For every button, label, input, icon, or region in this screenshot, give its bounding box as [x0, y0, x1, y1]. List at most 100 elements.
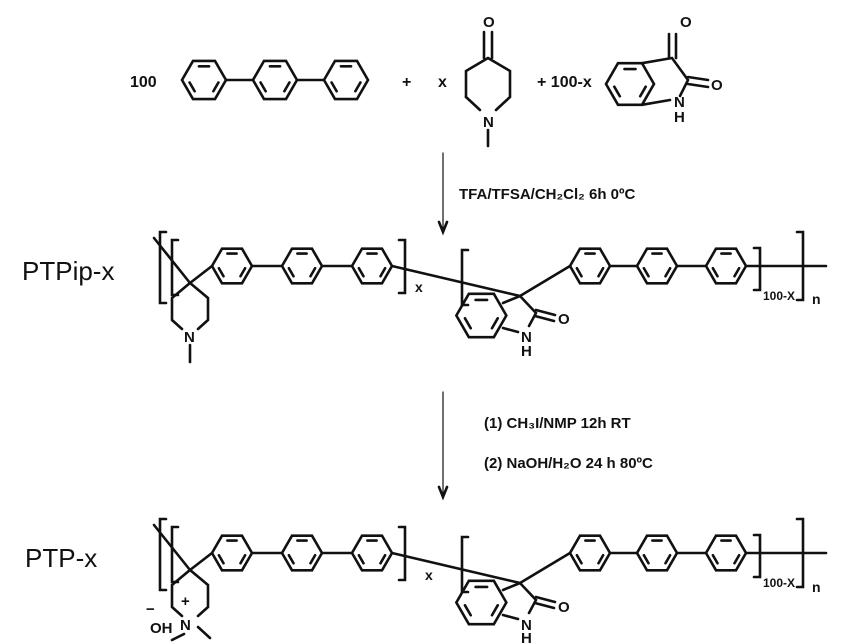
polymer2-piperidine-ring: [170, 568, 210, 618]
polymer1-oxindole-hydrogen: H: [521, 343, 532, 360]
plus-sign: +: [402, 74, 411, 91]
double-bond: [357, 553, 365, 565]
double-bond: [217, 553, 225, 565]
double-bond: [259, 81, 267, 93]
isatin-co2: [686, 82, 710, 89]
polymer2-chain-end: [152, 523, 192, 572]
double-bond: [330, 81, 338, 93]
double-bond: [638, 85, 648, 98]
polymer1-oxindole-nitrogen: N: [521, 329, 532, 346]
polymer1-label: PTPip-x: [22, 256, 114, 286]
polymer2-oxindole-hydrogen: H: [521, 630, 532, 644]
double-bond: [357, 266, 365, 278]
double-bond: [287, 266, 295, 278]
double-bond: [612, 85, 622, 98]
polymer2-label: PTP-x: [25, 543, 97, 573]
double-bond: [188, 81, 196, 93]
double-bond: [239, 553, 247, 565]
polymer2-oxindole-five-ring: [501, 581, 538, 615]
double-bond: [287, 553, 295, 565]
polymer2-subscript-n: n: [812, 579, 821, 595]
polymer2-oxindole-co: [534, 595, 557, 604]
polymer1-subscript-x: x: [415, 279, 423, 295]
double-bond: [354, 81, 362, 93]
double-bond: [664, 553, 672, 565]
double-bond: [733, 553, 741, 565]
polymer1-piperidine-nitrogen: N: [184, 329, 195, 346]
double-bond: [379, 266, 387, 278]
piperidone-nitrogen: N: [483, 114, 494, 131]
piperidone-coefficient: x: [438, 74, 447, 91]
double-bond: [733, 266, 741, 278]
polymer1-oxindole-co: [533, 314, 556, 323]
polymer1-terphenyl-x-ring: [210, 247, 254, 285]
isatin-five-ring-n: [640, 98, 672, 107]
polymer1-oxindole-n-bond: [501, 326, 520, 334]
polymer2-counterion: OH: [150, 620, 173, 637]
double-bond: [642, 266, 650, 278]
polymer1-spiro-bond: [188, 264, 214, 285]
polymer1-piperidine-ring: [170, 281, 210, 331]
double-bond: [642, 553, 650, 565]
double-bond: [711, 553, 719, 565]
polymer1-block-rest-bracket-left: [460, 248, 470, 307]
double-bond: [575, 266, 583, 278]
isatin-oxygen-top: O: [680, 14, 692, 31]
isatin-co2: [686, 75, 710, 82]
double-bond: [664, 266, 672, 278]
isatin-oxygen-right: O: [711, 77, 723, 94]
polymer2-block-rest-bracket-left: [460, 535, 470, 594]
polymer2-subscript-rest: 100-X: [763, 576, 795, 590]
piperidone-ring: [464, 56, 512, 112]
double-bond: [711, 266, 719, 278]
polymer1-oxindole-oxygen: O: [558, 311, 570, 328]
polymer1-oxindole-co: [534, 308, 557, 317]
double-bond: [309, 553, 317, 565]
isatin-hydrogen: H: [674, 109, 685, 126]
polymer2-oxindole-nitrogen: N: [521, 617, 532, 634]
polymer1-subscript-n: n: [812, 291, 821, 307]
step2-condition-1: (1) CH₃I/NMP 12h RT: [484, 415, 631, 432]
polymer2-oxindole-co: [533, 601, 556, 610]
bond-drawing: [152, 30, 828, 642]
double-bond: [217, 266, 225, 278]
polymer2-block-x-bracket-right: [397, 525, 407, 582]
polymer1-link-bond: [390, 264, 522, 298]
terphenyl-ring: [180, 59, 228, 101]
polymer2-block-rest-bracket-right: [752, 533, 762, 579]
polymer1-outer-bracket-left: [158, 230, 168, 305]
polymer2-oxindole-benzene: [454, 579, 508, 626]
polymer2-n-methyl-2: [196, 625, 212, 640]
step1-arrow-head: [437, 220, 449, 236]
double-bond: [239, 266, 247, 278]
polymer2-link-bond: [390, 551, 522, 585]
isatin-five-ring: [640, 56, 690, 98]
polymer2-spiro-bond: [188, 551, 214, 572]
polymer2-oxindole-n-bond: [501, 613, 520, 621]
step1-conditions: TFA/TFSA/CH₂Cl₂ 6h 0ºC: [459, 186, 635, 203]
piperidone-oxygen: O: [483, 14, 495, 31]
isatin-nitrogen: N: [674, 94, 685, 111]
polymer1-oxindole-five-ring: [501, 294, 538, 328]
step2-condition-2: (2) NaOH/H₂O 24 h 80ºC: [484, 455, 653, 472]
polymer2-terphenyl-x-ring: [210, 534, 254, 572]
polymer2-outer-bracket-left: [158, 517, 168, 592]
double-bond: [212, 81, 220, 93]
polymer2-ammonium-plus: +: [181, 593, 190, 610]
double-bond: [309, 266, 317, 278]
polymer2-subscript-x: x: [425, 567, 433, 583]
piperidone-ring-n: [464, 95, 482, 112]
double-bond: [597, 553, 605, 565]
polymer2-c3-bond: [518, 551, 572, 585]
polymer2-counterion-charge: −: [146, 601, 155, 618]
double-bond: [463, 317, 473, 330]
isatin-coefficient: + 100-x: [537, 74, 592, 91]
polymer1-oxindole-benzene: [454, 292, 508, 339]
polymer2-n-methyl-1: [170, 632, 186, 642]
polymer1-c3-bond: [518, 264, 572, 298]
double-bond: [597, 266, 605, 278]
polymer1-chain-end: [152, 236, 192, 285]
polymer1-subscript-rest: 100-X: [763, 289, 795, 303]
polymer1-block-rest-bracket-right: [752, 246, 762, 292]
